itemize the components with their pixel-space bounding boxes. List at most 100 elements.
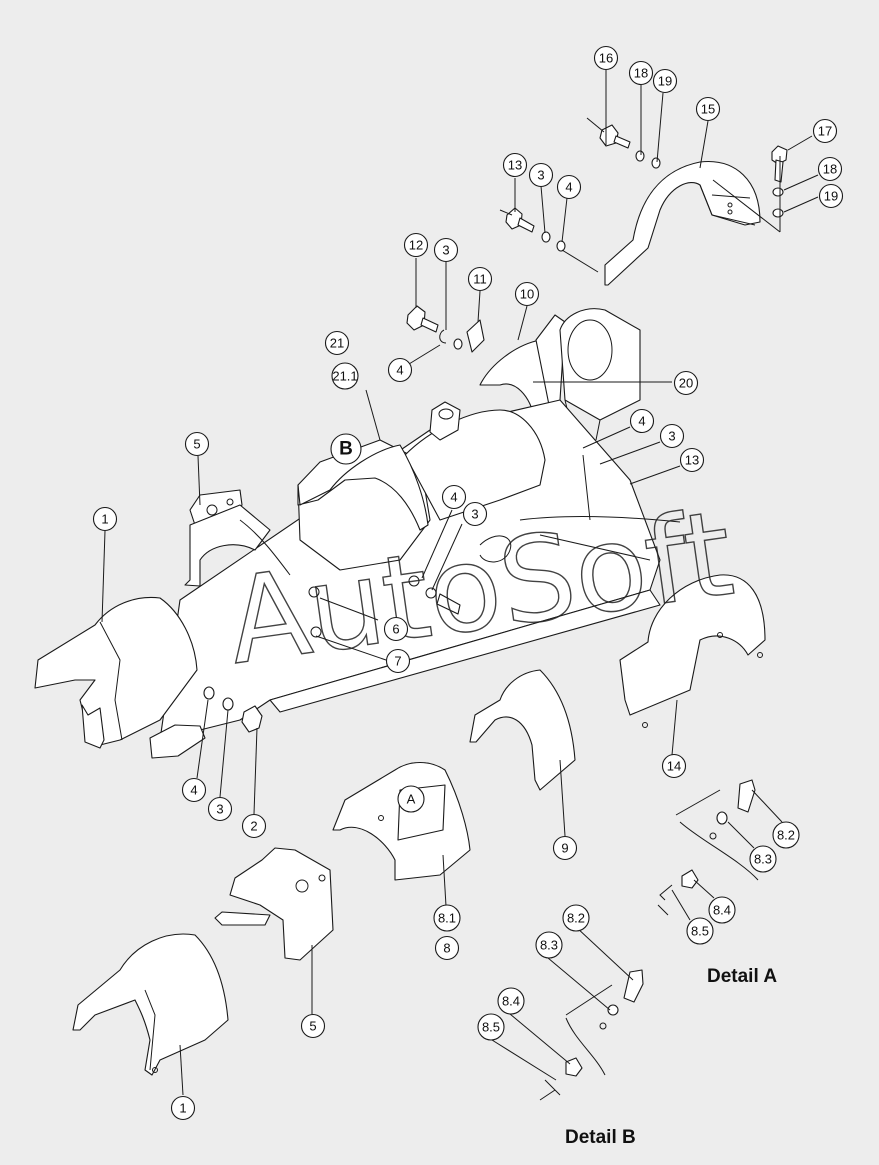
callout-4: 4	[441, 484, 467, 510]
callout-number: 3	[442, 243, 449, 258]
callout-7: 7	[385, 648, 411, 674]
callout-circle	[433, 904, 461, 932]
callout-5: 5	[300, 1013, 326, 1039]
callout-circle	[502, 152, 528, 178]
callout-12: 12	[403, 232, 429, 258]
part-9-cover	[469, 669, 576, 791]
callout-number: 20	[679, 376, 693, 391]
callout-circle	[207, 796, 233, 822]
callout-4: 4	[629, 408, 655, 434]
callout-17: 17	[812, 118, 838, 144]
callout-number: 8.5	[482, 1020, 500, 1035]
callout-number: 8.5	[691, 924, 709, 939]
callout-circle	[170, 1095, 196, 1121]
callout-8-2: 8.2	[772, 821, 800, 849]
callout-circle	[181, 777, 207, 803]
callout-11: 11	[467, 266, 493, 292]
callout-8-5: 8.5	[686, 917, 714, 945]
main-housing	[159, 399, 681, 741]
callout-circle	[552, 835, 578, 861]
callout-circle	[673, 370, 699, 396]
callout-circle	[749, 845, 777, 873]
callout-15: 15	[695, 96, 721, 122]
callout-18: 18	[817, 156, 843, 182]
callout-number: 7	[394, 654, 401, 669]
callout-circle	[817, 156, 843, 182]
callout-number: 8	[443, 941, 450, 956]
callout-circle	[441, 484, 467, 510]
callout-circle	[462, 501, 488, 527]
callout-5: 5	[184, 431, 210, 457]
callout-2: 2	[241, 813, 267, 839]
callout-circle	[514, 281, 540, 307]
callout-13: 13	[679, 447, 705, 473]
callout-number: 4	[396, 363, 403, 378]
detail-a-hardware	[657, 779, 759, 916]
callout-number: 5	[309, 1019, 316, 1034]
callout-number: 9	[561, 841, 568, 856]
callout-circle	[184, 431, 210, 457]
callout-circle	[593, 45, 619, 71]
callout-number: 1	[179, 1101, 186, 1116]
callout-circle	[652, 68, 678, 94]
bolt-13-top	[505, 207, 566, 252]
callout-circle	[686, 917, 714, 945]
callout-1: 1	[170, 1095, 196, 1121]
callout-19: 19	[652, 68, 678, 94]
callout-number: 4	[565, 180, 572, 195]
marker-a: A	[397, 785, 425, 813]
callout-number: 18	[634, 66, 648, 81]
callout-circle	[562, 904, 590, 932]
callout-circle	[241, 813, 267, 839]
callout-10: 10	[514, 281, 540, 307]
callout-number: 2	[250, 819, 257, 834]
callout-circle	[92, 506, 118, 532]
part-5-bracket-lower	[214, 847, 334, 961]
callout-8-4: 8.4	[708, 896, 736, 924]
callout-circle	[629, 408, 655, 434]
callout-circle	[772, 821, 800, 849]
detail-a-label: Detail A	[707, 966, 777, 987]
callout-number: 1	[101, 512, 108, 527]
callout-3: 3	[528, 162, 554, 188]
callout-number: 8.2	[567, 911, 585, 926]
bolt-16	[599, 124, 661, 169]
callout-circle	[535, 931, 563, 959]
callout-13: 13	[502, 152, 528, 178]
callout-number: 8.4	[713, 903, 731, 918]
callout-circle	[300, 1013, 326, 1039]
callout-number: 15	[701, 102, 715, 117]
part-1-cover-lower	[72, 933, 229, 1076]
callout-3: 3	[433, 237, 459, 263]
callout-number: 16	[599, 51, 613, 66]
part-8-1-cover	[332, 761, 471, 881]
callout-circle	[434, 935, 460, 961]
callout-number: 6	[392, 622, 399, 637]
part-5-bracket-upper	[184, 489, 291, 587]
callout-4: 4	[181, 777, 207, 803]
callout-circle	[387, 357, 413, 383]
callout-number: 12	[409, 238, 423, 253]
callout-number: 17	[818, 124, 832, 139]
callout-21-1: 21.1	[331, 362, 359, 390]
callout-14: 14	[661, 753, 687, 779]
callout-circle	[812, 118, 838, 144]
part-1-cover-upper	[34, 596, 198, 749]
callout-9: 9	[552, 835, 578, 861]
callout-circle	[818, 183, 844, 209]
callout-circle	[661, 753, 687, 779]
leader-lines	[101, 70, 819, 1096]
marker-a-label: A	[407, 792, 416, 807]
callout-number: 19	[658, 74, 672, 89]
callout-number: 10	[520, 287, 534, 302]
callout-circle	[659, 423, 685, 449]
callout-4: 4	[556, 174, 582, 200]
callout-1: 1	[92, 506, 118, 532]
callout-8-1: 8.1	[433, 904, 461, 932]
callout-number: 4	[190, 783, 197, 798]
bolt-12	[406, 305, 485, 353]
callout-circle	[324, 330, 350, 356]
callout-8-3: 8.3	[535, 931, 563, 959]
callout-circle	[628, 60, 654, 86]
